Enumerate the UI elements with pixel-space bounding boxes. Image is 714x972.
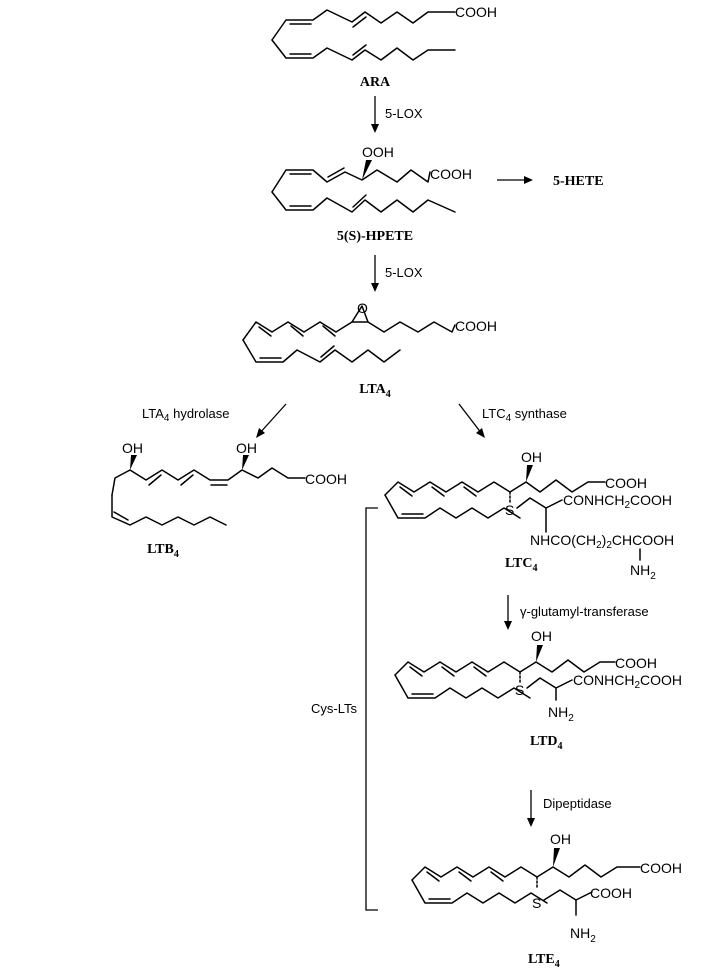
lte4-oh-label: OH (550, 831, 571, 847)
ltb4-structure: OH OH COOH (111, 440, 347, 526)
lta4-structure: O COOH (242, 300, 497, 363)
enzyme-5lox-1: 5-LOX (385, 106, 423, 121)
lta4-epoxide-o: O (357, 300, 368, 316)
hpete-structure: OOH COOH (271, 144, 472, 213)
arrow-lta4-to-ltb4 (258, 403, 287, 435)
ltb4-oh1-label: OH (122, 440, 143, 456)
hpete-label: 5(S)-HPETE (337, 229, 413, 244)
lte4-label: LTE4 (528, 952, 560, 970)
enzyme-gamma-glutamyl-transferase: γ-glutamyl-transferase (520, 604, 649, 619)
lte4-nh2: NH2 (570, 925, 596, 945)
ltc4-glu-chain: NHCO(CH2)2CHCOOH (530, 532, 674, 551)
cys-lts-bracket (365, 507, 378, 911)
ltb4-cooh-label: COOH (305, 471, 347, 487)
lta4-label: LTA4 (359, 382, 390, 400)
ltd4-oh-label: OH (531, 628, 552, 644)
enzyme-dipeptidase: Dipeptidase (543, 796, 612, 811)
enzyme-lta4-hydrolase: LTA4 hydrolase (142, 406, 229, 424)
hete-label: 5-HETE (553, 174, 604, 189)
arrow-lta4-to-ltc4 (458, 403, 483, 435)
lta4-cooh-label: COOH (455, 318, 497, 334)
hpete-ooh-label: OOH (362, 144, 394, 160)
lte4-cooh2-label: COOH (590, 885, 632, 901)
ltd4-gly-chain: CONHCH2COOH (573, 672, 682, 691)
lte4-cooh-label: COOH (640, 860, 682, 876)
lte4-sulfur: S (532, 895, 541, 911)
cys-lts-label: Cys-LTs (311, 701, 357, 716)
ltc4-structure: OH COOH S CONHCH2COOH NHCO(CH2)2CHCOOH N… (384, 449, 674, 582)
ltc4-oh-label: OH (521, 449, 542, 465)
lte4-structure: OH COOH S COOH NH2 (411, 831, 682, 945)
ltc4-sulfur: S (505, 502, 514, 518)
ltc4-gly-chain: CONHCH2COOH (563, 492, 672, 511)
ltd4-sulfur: S (515, 682, 524, 698)
ltd4-label: LTD4 (530, 734, 563, 752)
ltd4-cooh-label: COOH (615, 655, 657, 671)
enzyme-5lox-2: 5-LOX (385, 265, 423, 280)
ara-cooh-label: COOH (455, 4, 497, 20)
ltc4-cooh-label: COOH (605, 475, 647, 491)
ltd4-structure: OH COOH S CONHCH2COOH NH2 (394, 628, 682, 724)
enzyme-ltc4-synthase: LTC4 synthase (482, 406, 567, 424)
ltc4-label: LTC4 (505, 556, 538, 574)
hpete-cooh-label: COOH (430, 166, 472, 182)
ltb4-oh2-label: OH (236, 440, 257, 456)
ltc4-nh2: NH2 (630, 562, 656, 582)
ara-label: ARA (360, 75, 391, 90)
ltd4-nh2: NH2 (548, 704, 574, 724)
ltb4-label: LTB4 (147, 542, 179, 560)
ara-structure: COOH (271, 4, 497, 61)
